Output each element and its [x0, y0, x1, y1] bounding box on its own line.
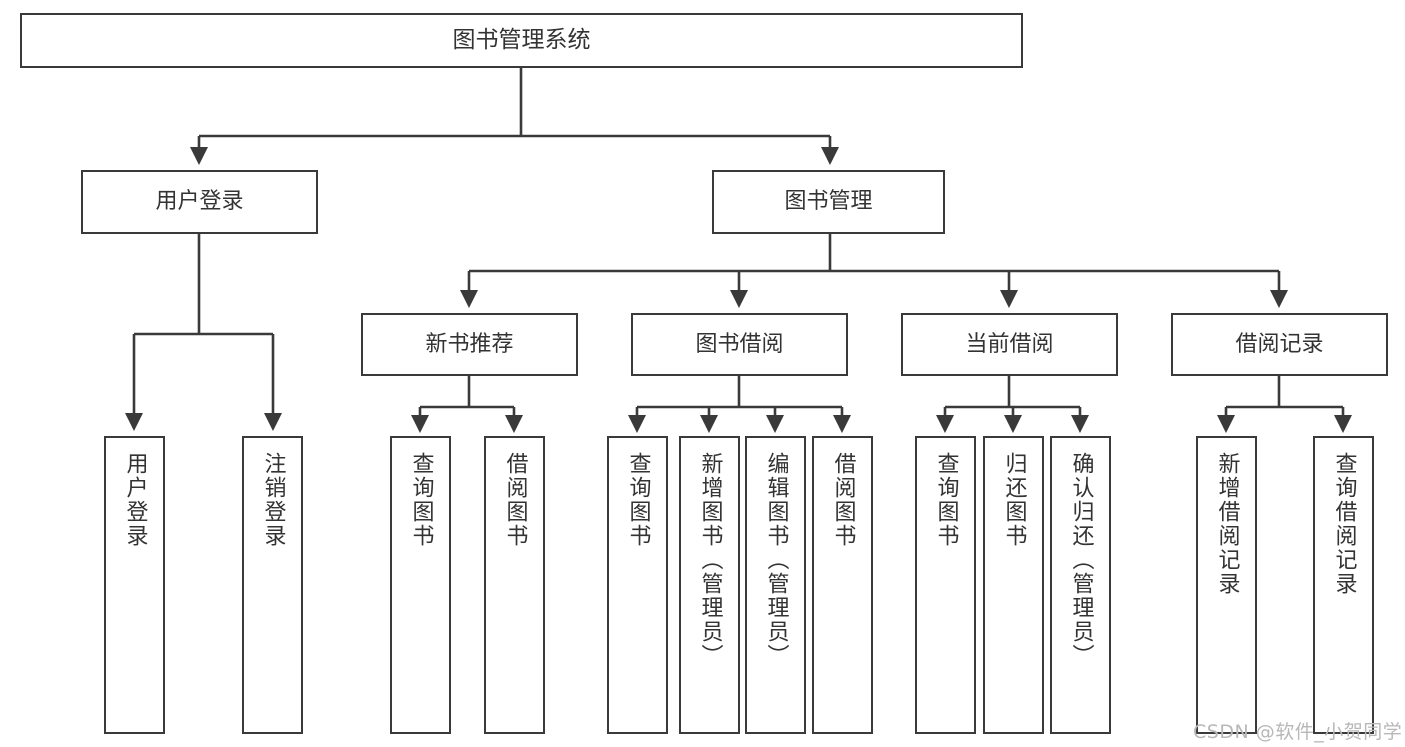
node-leaf-add-book[interactable]: 新增图书（管理员） [679, 436, 740, 734]
node-user-login[interactable]: 用户登录 [81, 170, 318, 234]
node-leaf-query-book-c[interactable]: 查询图书 [915, 436, 976, 734]
node-leaf-query-record[interactable]: 查询借阅记录 [1313, 436, 1374, 734]
node-borrow-record[interactable]: 借阅记录 [1171, 313, 1388, 376]
node-root[interactable]: 图书管理系统 [20, 13, 1023, 68]
node-leaf-borrow-book-b-label: 借阅图书 [830, 452, 856, 548]
node-leaf-borrow-book-rec[interactable]: 借阅图书 [484, 436, 545, 734]
node-leaf-add-record-label: 新增借阅记录 [1214, 452, 1240, 596]
node-current-borrow-label: 当前借阅 [965, 331, 1054, 357]
node-leaf-user-login[interactable]: 用户登录 [104, 436, 165, 734]
node-leaf-return-book[interactable]: 归还图书 [983, 436, 1044, 734]
node-leaf-return-book-label: 归还图书 [1001, 452, 1027, 548]
csdn-watermark: CSDN @软件_小贺同学 [1193, 721, 1403, 743]
node-borrow-record-label: 借阅记录 [1235, 331, 1324, 357]
node-book-borrow-label: 图书借阅 [695, 331, 784, 357]
node-leaf-borrow-book-rec-label: 借阅图书 [502, 452, 528, 548]
node-leaf-user-login-label: 用户登录 [122, 452, 148, 548]
node-leaf-confirm-return[interactable]: 确认归还（管理员） [1050, 436, 1111, 734]
node-book-borrow[interactable]: 图书借阅 [631, 313, 848, 376]
node-leaf-logout[interactable]: 注销登录 [242, 436, 303, 734]
node-leaf-query-book-c-label: 查询图书 [933, 452, 959, 548]
node-leaf-query-book-b-label: 查询图书 [625, 452, 651, 548]
node-leaf-query-record-label: 查询借阅记录 [1331, 452, 1357, 596]
node-leaf-borrow-book-b[interactable]: 借阅图书 [812, 436, 873, 734]
node-leaf-logout-label: 注销登录 [260, 452, 286, 548]
node-current-borrow[interactable]: 当前借阅 [901, 313, 1118, 376]
node-user-login-label: 用户登录 [155, 189, 244, 215]
node-leaf-query-book-b[interactable]: 查询图书 [607, 436, 668, 734]
node-new-book-rec-label: 新书推荐 [425, 331, 514, 357]
node-book-manage-label: 图书管理 [784, 189, 873, 215]
node-leaf-query-book-rec[interactable]: 查询图书 [390, 436, 451, 734]
node-leaf-edit-book-label: 编辑图书（管理员） [763, 452, 789, 668]
node-leaf-add-record[interactable]: 新增借阅记录 [1196, 436, 1257, 734]
node-leaf-add-book-label: 新增图书（管理员） [697, 452, 723, 668]
node-leaf-edit-book[interactable]: 编辑图书（管理员） [745, 436, 806, 734]
node-leaf-query-book-rec-label: 查询图书 [408, 452, 434, 548]
node-book-manage[interactable]: 图书管理 [712, 170, 945, 234]
node-root-label: 图书管理系统 [452, 27, 591, 54]
node-leaf-confirm-return-label: 确认归还（管理员） [1068, 452, 1094, 668]
node-new-book-rec[interactable]: 新书推荐 [361, 313, 578, 376]
